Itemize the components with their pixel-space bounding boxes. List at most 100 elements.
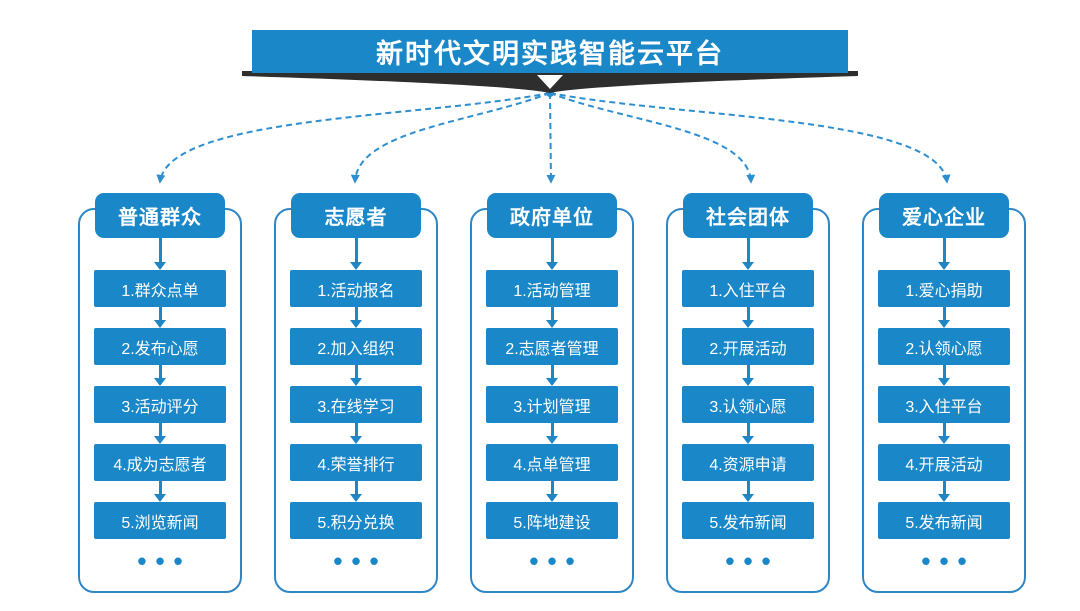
down-arrow-icon: [158, 481, 162, 494]
down-arrow-icon: [942, 307, 946, 320]
step-item: 1.活动管理: [486, 270, 618, 307]
step-label: 1.群众点单: [121, 282, 199, 300]
step-label: 3.计划管理: [513, 398, 591, 416]
column-header: 普通群众: [95, 193, 225, 238]
step-label: 1.爱心捐助: [905, 282, 983, 300]
column-items: 1.活动管理 2.志愿者管理 3.计划管理 4.点单管理 5.阵地建设: [469, 238, 635, 539]
step-item: 5.浏览新闻: [94, 502, 226, 539]
step-item: 1.入住平台: [682, 270, 814, 307]
role-column: 普通群众 1.群众点单 2.发布心愿 3.活动评分 4.成为志愿者 5.浏览新闻…: [77, 193, 243, 593]
step-label: 5.浏览新闻: [121, 514, 199, 532]
column-header-label: 政府单位: [510, 207, 594, 229]
step-label: 2.加入组织: [317, 340, 395, 358]
down-arrow-icon: [746, 307, 750, 320]
down-arrow-icon: [942, 423, 946, 436]
step-label: 4.点单管理: [513, 456, 591, 474]
down-arrow-icon: [354, 481, 358, 494]
down-arrow-icon: [942, 238, 946, 262]
banner-ribbon: [242, 71, 858, 93]
column-more-dots: •••: [137, 546, 192, 576]
step-item: 4.开展活动: [878, 444, 1010, 481]
step-item: 2.开展活动: [682, 328, 814, 365]
down-arrow-icon: [158, 365, 162, 378]
step-label: 5.发布新闻: [709, 514, 787, 532]
role-column: 志愿者 1.活动报名 2.加入组织 3.在线学习 4.荣誉排行 5.积分兑换 •…: [273, 193, 439, 593]
role-column: 爱心企业 1.爱心捐助 2.认领心愿 3.入住平台 4.开展活动 5.发布新闻 …: [861, 193, 1027, 593]
step-item: 1.活动报名: [290, 270, 422, 307]
down-arrow-icon: [550, 423, 554, 436]
step-label: 3.认领心愿: [709, 398, 787, 416]
down-arrow-icon: [746, 238, 750, 262]
down-arrow-icon: [550, 481, 554, 494]
column-items: 1.入住平台 2.开展活动 3.认领心愿 4.资源申请 5.发布新闻: [665, 238, 831, 539]
down-arrow-icon: [746, 365, 750, 378]
connector-path-2: [350, 92, 551, 184]
column-header-label: 爱心企业: [902, 207, 986, 229]
step-item: 2.发布心愿: [94, 328, 226, 365]
column-header-label: 社会团体: [706, 207, 790, 229]
connector-path-1: [156, 92, 551, 184]
column-items: 1.群众点单 2.发布心愿 3.活动评分 4.成为志愿者 5.浏览新闻: [77, 238, 243, 539]
step-label: 2.志愿者管理: [505, 340, 599, 358]
role-column: 社会团体 1.入住平台 2.开展活动 3.认领心愿 4.资源申请 5.发布新闻 …: [665, 193, 831, 593]
step-item: 3.认领心愿: [682, 386, 814, 423]
down-triangle-icon: [537, 75, 563, 89]
connector-arrows: [156, 89, 951, 184]
step-label: 5.积分兑换: [317, 514, 395, 532]
step-item: 5.发布新闻: [878, 502, 1010, 539]
down-arrow-icon: [354, 307, 358, 320]
step-item: 2.加入组织: [290, 328, 422, 365]
step-label: 1.入住平台: [709, 282, 787, 300]
down-arrow-icon: [942, 365, 946, 378]
step-item: 4.资源申请: [682, 444, 814, 481]
step-label: 1.活动管理: [513, 282, 591, 300]
column-more-dots: •••: [333, 546, 388, 576]
down-arrow-icon: [550, 365, 554, 378]
column-header: 志愿者: [291, 193, 421, 238]
column-header: 社会团体: [683, 193, 813, 238]
down-arrow-icon: [746, 423, 750, 436]
column-header-label: 志愿者: [324, 207, 388, 229]
down-arrow-icon: [354, 238, 358, 262]
step-item: 4.成为志愿者: [94, 444, 226, 481]
step-item: 4.点单管理: [486, 444, 618, 481]
column-header: 政府单位: [487, 193, 617, 238]
step-item: 5.发布新闻: [682, 502, 814, 539]
step-label: 1.活动报名: [317, 282, 395, 300]
step-item: 1.群众点单: [94, 270, 226, 307]
step-label: 3.在线学习: [317, 398, 395, 416]
down-arrow-icon: [550, 307, 554, 320]
step-label: 3.入住平台: [905, 398, 983, 416]
step-label: 4.开展活动: [905, 456, 983, 474]
column-more-dots: •••: [529, 546, 584, 576]
connector-path-3: [546, 92, 556, 184]
step-label: 2.认领心愿: [905, 340, 983, 358]
platform-title: 新时代文明实践智能云平台: [376, 39, 724, 69]
down-arrow-icon: [158, 238, 162, 262]
step-item: 2.认领心愿: [878, 328, 1010, 365]
role-column: 政府单位 1.活动管理 2.志愿者管理 3.计划管理 4.点单管理 5.阵地建设…: [469, 193, 635, 593]
step-label: 4.资源申请: [709, 456, 787, 474]
step-label: 2.开展活动: [709, 340, 787, 358]
column-items: 1.活动报名 2.加入组织 3.在线学习 4.荣誉排行 5.积分兑换: [273, 238, 439, 539]
column-header-label: 普通群众: [118, 207, 202, 229]
step-item: 5.积分兑换: [290, 502, 422, 539]
step-label: 5.阵地建设: [513, 514, 591, 532]
column-items: 1.爱心捐助 2.认领心愿 3.入住平台 4.开展活动 5.发布新闻: [861, 238, 1027, 539]
step-item: 3.入住平台: [878, 386, 1010, 423]
platform-title-banner: 新时代文明实践智能云平台: [252, 30, 848, 73]
columns: 普通群众 1.群众点单 2.发布心愿 3.活动评分 4.成为志愿者 5.浏览新闻…: [77, 193, 1027, 593]
step-label: 5.发布新闻: [905, 514, 983, 532]
down-arrow-icon: [550, 238, 554, 262]
step-label: 3.活动评分: [121, 398, 199, 416]
down-arrow-icon: [942, 481, 946, 494]
column-more-dots: •••: [921, 546, 976, 576]
step-item: 3.在线学习: [290, 386, 422, 423]
step-item: 4.荣誉排行: [290, 444, 422, 481]
column-more-dots: •••: [725, 546, 780, 576]
step-item: 2.志愿者管理: [486, 328, 618, 365]
step-label: 4.成为志愿者: [113, 456, 207, 474]
step-item: 5.阵地建设: [486, 502, 618, 539]
connector-path-4: [549, 92, 756, 184]
